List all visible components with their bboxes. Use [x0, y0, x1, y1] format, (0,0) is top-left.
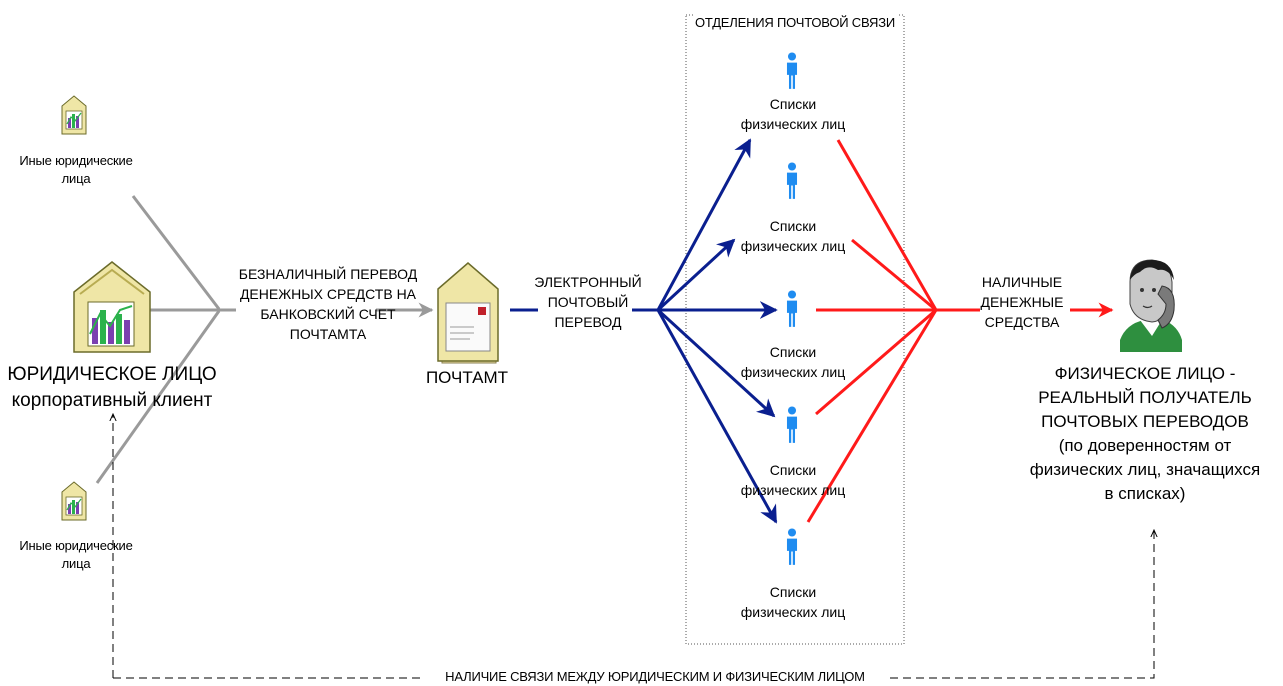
- cashless-transfer-label: БЕЗНАЛИЧНЫЙ ПЕРЕВОД ДЕНЕЖНЫХ СРЕДСТВ НА …: [238, 266, 418, 342]
- electronic-transfer-arrows: [510, 138, 778, 524]
- branch-list-label: Списки физических лиц: [740, 462, 846, 498]
- post-office-label: ПОЧТАМТ: [425, 368, 509, 387]
- legal-entity-label: ЮРИДИЧЕСКОЕ ЛИЦО корпоративный клиент: [7, 364, 217, 411]
- post-envelope-icon: [437, 262, 499, 364]
- person-icon: [786, 162, 798, 199]
- relationship-connector-bottom: [113, 530, 1154, 679]
- branch-list-label: Списки физических лиц: [740, 218, 846, 254]
- other-legal-entities-top-label: Иные юридические лица: [19, 153, 133, 186]
- branch-list-label: Списки физических лиц: [740, 96, 846, 132]
- branch-list-label: Списки физических лиц: [740, 584, 846, 620]
- relationship-label: НАЛИЧИЕ СВЯЗИ МЕЖДУ ЮРИДИЧЕСКИМ И ФИЗИЧЕ…: [420, 668, 890, 686]
- building-chart-icon: [73, 261, 151, 353]
- person-icon: [786, 406, 798, 443]
- person-icon: [786, 52, 798, 89]
- branch-list-label: Списки физических лиц: [740, 344, 846, 380]
- gray-link-lines: [95, 195, 236, 484]
- other-legal-entities-bottom-label: Иные юридические лица: [19, 538, 133, 571]
- person-icon: [786, 528, 798, 565]
- cash-flow-lines: [806, 139, 980, 523]
- cash-label: НАЛИЧНЫЕ ДЕНЕЖНЫЕ СРЕДСТВА: [980, 274, 1064, 330]
- building-chart-icon: [61, 481, 87, 521]
- individual-recipient-label: ФИЗИЧЕСКОЕ ЛИЦО - РЕАЛЬНЫЙ ПОЛУЧАТЕЛЬ ПО…: [1029, 364, 1261, 503]
- electronic-transfer-label: ЭЛЕКТРОННЫЙ ПОЧТОВЫЙ ПЕРЕВОД: [534, 274, 642, 330]
- frame-title: ОТДЕЛЕНИЯ ПОЧТОВОЙ СВЯЗИ: [692, 14, 898, 32]
- person-icon: [786, 290, 798, 327]
- man-on-phone-icon: [1120, 259, 1182, 352]
- building-chart-icon: [61, 95, 87, 135]
